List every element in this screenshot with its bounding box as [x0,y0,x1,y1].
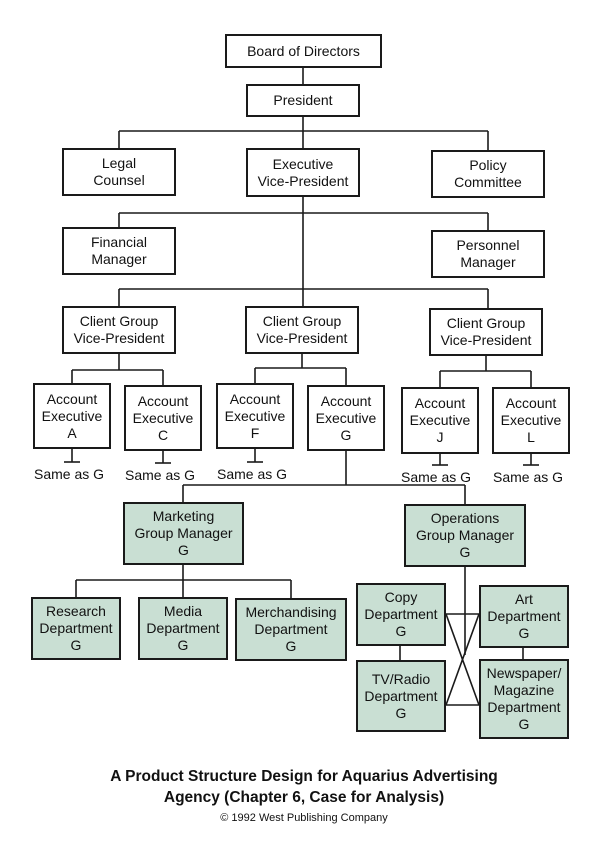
account-letter: F [250,424,260,441]
president-box: President [246,84,360,117]
legal-label-1: Legal [101,155,137,171]
executive-label: Executive [409,412,471,428]
merchandising-department-box: Merchandising Department G [235,598,347,661]
research-label-3: G [70,637,82,653]
executive-vp-box: Executive Vice-President [246,148,360,197]
executive-label: Executive [41,407,103,424]
marketing-group-manager-box: Marketing Group Manager G [123,502,244,565]
client-vp-label-1: Client Group [79,313,159,329]
account-label: Account [414,395,466,411]
newspaper-label-4: G [518,716,530,732]
evp-label-1: Executive [272,155,334,172]
tvradio-label-3: G [395,704,407,721]
caption-title-line-2: Agency (Chapter 6, Case for Analysis) [163,789,445,806]
financial-label-1: Financial [90,234,148,250]
merch-label-2: Department [254,621,328,637]
client-vp-label-2: Vice-President [440,332,532,348]
copy-label-1: Copy [384,589,418,605]
account-letter: A [67,424,77,441]
policy-committee-box: Policy Committee [431,150,545,198]
same-as-g-note-j: Same as G [401,469,472,485]
executive-label: Executive [132,409,194,426]
personnel-manager-box: Personnel Manager [431,230,545,278]
operations-group-manager-box: Operations Group Manager G [404,504,526,567]
research-label-2: Department [39,620,113,636]
same-as-g-note-l: Same as G [493,469,564,485]
marketing-label-3: G [178,542,189,558]
account-letter: J [436,429,444,445]
newspaper-label-3: Department [487,699,561,715]
financial-manager-box: Financial Manager [62,227,176,275]
caption-title-line-1: A Product Structure Design for Aquarius … [110,768,498,785]
account-label: Account [137,392,189,409]
art-label-1: Art [515,591,533,607]
account-executive-a-box: Account Executive A [33,383,111,449]
client-vp-label-2: Vice-President [73,330,165,346]
client-group-vp-box-2: Client Group Vice-President [245,306,359,354]
account-label: Account [229,390,281,407]
board-of-directors-box: Board of Directors [225,34,382,68]
same-as-g-note-c: Same as G [125,467,196,483]
tvradio-label-2: Department [364,687,438,704]
art-department-box: Art Department G [479,585,569,648]
client-vp-label-1: Client Group [262,313,342,329]
research-label-1: Research [46,603,106,619]
account-executive-l-box: Account Executive L [492,387,570,454]
art-label-3: G [518,625,530,641]
president-label: President [273,92,333,108]
policy-label-1: Policy [469,157,507,173]
client-vp-label-1: Client Group [446,315,526,331]
merch-label-1: Merchandising [245,604,337,620]
legal-counsel-box: Legal Counsel [62,148,176,196]
newspaper-label-1: Newspaper/ [486,665,562,681]
same-as-g-note-f: Same as G [217,466,288,482]
board-label: Board of Directors [247,42,360,59]
media-label-2: Department [146,620,220,636]
account-label: Account [505,395,557,411]
financial-label-2: Manager [91,251,147,267]
tv-radio-department-box: TV/Radio Department G [356,660,446,732]
merch-label-3: G [285,638,297,654]
account-label: Account [46,390,98,407]
account-executive-g-box: Account Executive G [307,385,385,451]
personnel-label-1: Personnel [456,237,520,253]
copy-label-2: Department [364,606,438,622]
research-department-box: Research Department G [31,597,121,660]
evp-label-2: Vice-President [257,172,349,189]
account-executive-f-box: Account Executive F [216,383,294,449]
media-department-box: Media Department G [138,597,228,660]
media-label-1: Media [163,603,203,619]
legal-label-2: Counsel [93,172,145,188]
executive-label: Executive [224,407,286,424]
executive-label: Executive [315,409,377,426]
same-as-g-note-a: Same as G [34,466,105,482]
account-executive-c-box: Account Executive C [124,385,202,451]
tvradio-label-1: TV/Radio [371,670,431,687]
account-label: Account [320,392,372,409]
marketing-label-2: Group Manager [134,525,233,541]
operations-label-3: G [459,544,471,560]
account-letter: L [527,429,535,445]
account-letter: G [340,426,352,443]
copyright-note: © 1992 West Publishing Company [220,812,388,824]
account-executive-j-box: Account Executive J [401,387,479,454]
operations-label-1: Operations [430,510,500,526]
copy-label-3: G [395,623,407,639]
newspaper-magazine-department-box: Newspaper/ Magazine Department G [479,659,569,739]
executive-label: Executive [500,412,562,428]
copy-department-box: Copy Department G [356,583,446,646]
account-letter: C [157,426,169,443]
media-label-3: G [177,637,189,653]
personnel-label-2: Manager [460,254,516,270]
newspaper-label-2: Magazine [493,682,555,698]
policy-label-2: Committee [454,174,522,190]
client-group-vp-box-1: Client Group Vice-President [62,306,176,354]
marketing-label-1: Marketing [152,508,215,524]
art-label-2: Department [487,608,561,624]
client-group-vp-box-3: Client Group Vice-President [429,308,543,356]
client-vp-label-2: Vice-President [256,330,348,346]
operations-label-2: Group Manager [415,527,515,543]
